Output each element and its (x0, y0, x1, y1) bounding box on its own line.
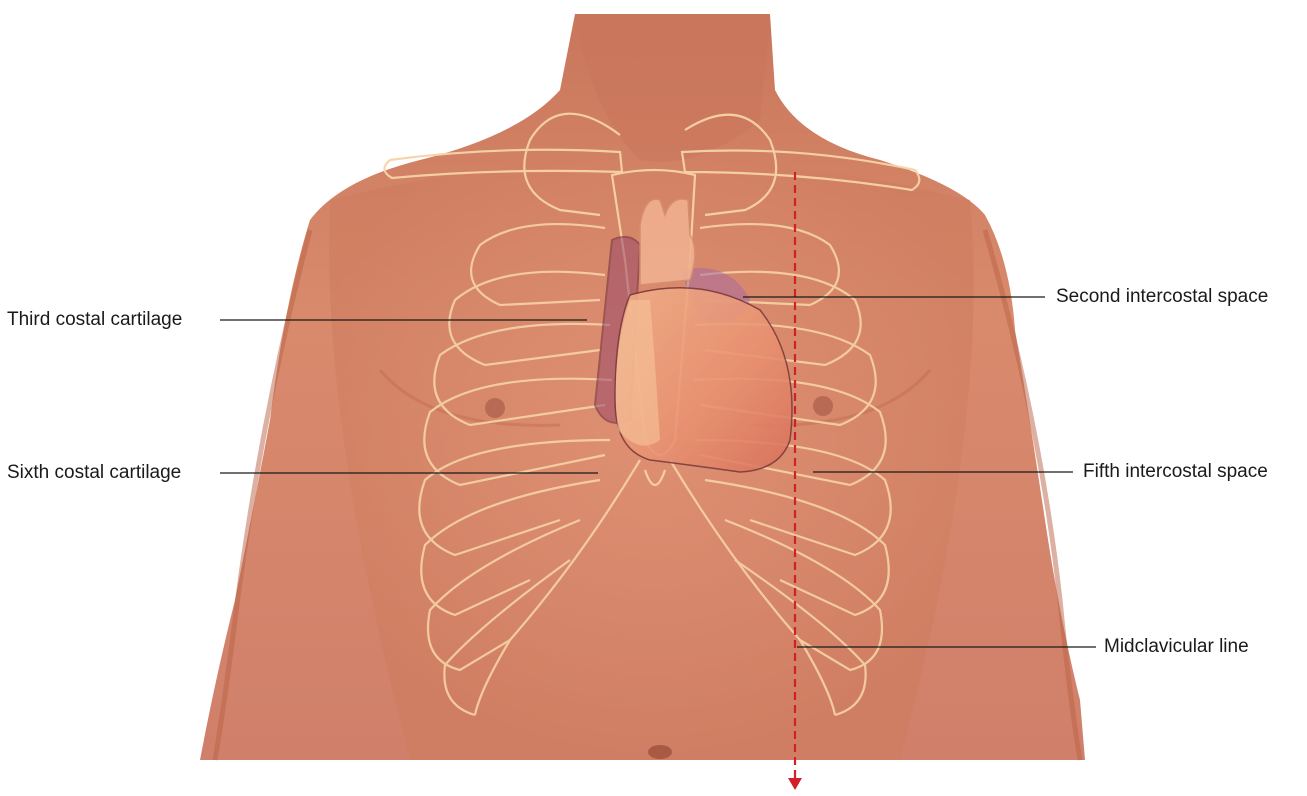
right-rib-9 (734, 559, 867, 717)
right-rib-3 (699, 270, 862, 367)
midclavicular-line (788, 172, 802, 790)
aorta (639, 198, 696, 286)
right-rib-7 (704, 478, 890, 617)
right-costal-margin (669, 459, 837, 716)
heart (593, 198, 793, 473)
leader-lines (220, 296, 1096, 648)
right-clavicle (680, 149, 921, 192)
left-clavicle (383, 148, 624, 180)
right-atrium (615, 300, 660, 446)
right-rib-2 (699, 223, 840, 307)
left-nipple (485, 398, 505, 418)
left-ribs (418, 223, 641, 717)
left-first-rib (523, 112, 621, 217)
left-costal-margin (473, 459, 641, 716)
left-rib-6 (418, 438, 611, 557)
right-ribs (669, 223, 892, 717)
right-arm-contour (982, 229, 1083, 761)
left-rib-9 (443, 559, 571, 717)
midclavicular-arrowhead (788, 778, 802, 790)
left-rib-7 (420, 478, 601, 617)
left-rib-4 (433, 322, 611, 427)
left-rib-3 (448, 270, 606, 367)
label-sixth-costal-cartilage: Sixth costal cartilage (7, 462, 182, 483)
left-rib-8 (426, 518, 581, 672)
right-nipple (813, 396, 833, 416)
neck-shadow (575, 14, 770, 162)
label-fifth-intercostal-space: Fifth intercostal space (1083, 461, 1268, 482)
left-arm-contour (212, 229, 313, 761)
label-second-intercostal-space: Second intercostal space (1056, 286, 1269, 307)
heart-body (614, 287, 793, 473)
right-rib-8 (724, 518, 884, 672)
navel (648, 745, 672, 759)
right-first-rib (684, 113, 778, 217)
xiphoid-process (643, 469, 667, 487)
label-third-costal-cartilage: Third costal cartilage (7, 309, 183, 330)
label-midclavicular-line: Midclavicular line (1104, 636, 1249, 657)
left-rib-2 (470, 223, 606, 307)
